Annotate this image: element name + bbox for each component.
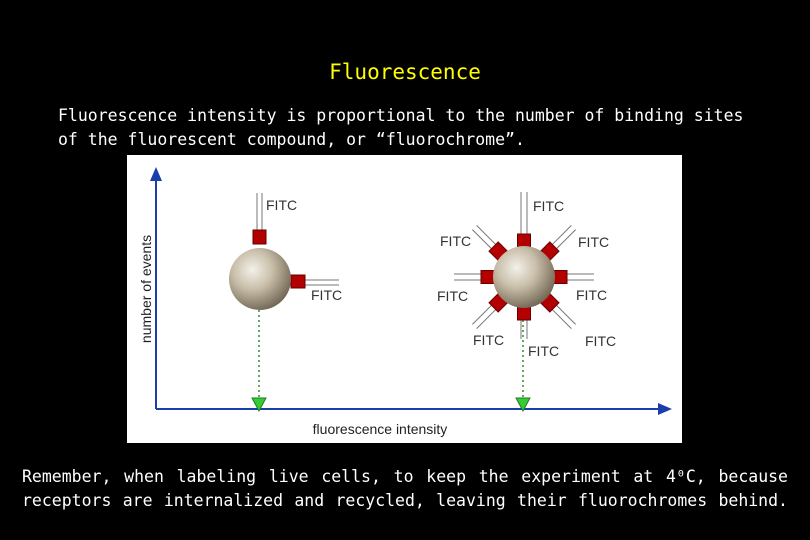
arrow-head-left (251, 397, 267, 413)
receptor (290, 274, 306, 289)
bead-eight-sites: FITC FITC FITC FITC FITC FITC FITC FITC (437, 192, 616, 413)
bead (493, 246, 555, 308)
footer-line-2: receptors are internalized and recycled,… (22, 491, 788, 510)
intro-text: Fluorescence intensity is proportional t… (58, 104, 758, 152)
bead-two-sites: FITC FITC (229, 193, 342, 413)
receptor (517, 233, 531, 249)
x-axis-arrow (658, 403, 672, 415)
receptor (480, 270, 496, 284)
fitc-label: FITC (311, 287, 342, 303)
fitc-label: FITC (576, 287, 607, 303)
arrow-head-right (515, 397, 531, 413)
y-axis-arrow (150, 167, 162, 181)
fitc-label: FITC (528, 343, 559, 359)
intro-line-2: of the fluorescent compound, or “fluoroc… (58, 130, 525, 149)
fitc-label: FITC (585, 333, 616, 349)
fluorescence-diagram: number of events fluorescence intensity … (127, 155, 682, 443)
y-axis-label: number of events (138, 235, 154, 343)
x-axis-label: fluorescence intensity (313, 421, 448, 437)
fitc-label: FITC (437, 288, 468, 304)
receptor (517, 305, 531, 321)
fitc-label: FITC (533, 198, 564, 214)
fitc-label: FITC (578, 234, 609, 250)
diagram-svg: number of events fluorescence intensity … (138, 167, 672, 437)
fitc-label: FITC (266, 197, 297, 213)
fitc-label: FITC (440, 233, 471, 249)
bead (229, 248, 291, 310)
receptor (552, 270, 568, 284)
axes (150, 167, 672, 415)
intro-line-1: Fluorescence intensity is proportional t… (58, 106, 744, 125)
footer-text: Remember, when labeling live cells, to k… (22, 465, 788, 513)
receptor (252, 229, 267, 245)
fitc-label: FITC (473, 332, 504, 348)
footer-line-1: Remember, when labeling live cells, to k… (22, 467, 788, 486)
slide-title: Fluorescence (329, 60, 481, 84)
